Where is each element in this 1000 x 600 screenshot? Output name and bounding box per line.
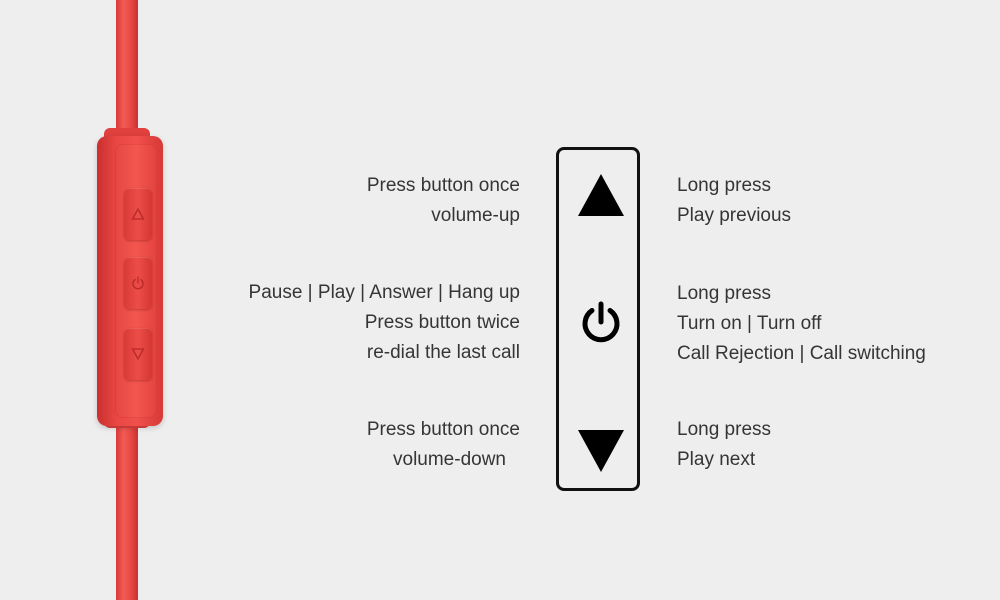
remote-power-button (124, 257, 152, 309)
volume-down-long-press-text: Long press Play next (677, 415, 771, 475)
volume-up-long-press-text: Long press Play previous (677, 171, 791, 231)
remote-face (115, 144, 157, 418)
volume-up-short-press-text: Press button once volume-up (367, 171, 520, 231)
inline-remote (97, 136, 163, 426)
text-line: Pause | Play | Answer | Hang up (248, 282, 520, 303)
triangle-up-icon (578, 174, 624, 216)
text-line: Press button twice (364, 312, 520, 333)
triangle-up-icon (131, 207, 145, 220)
triangle-down-icon (578, 430, 624, 472)
text-line: volume-down (393, 449, 506, 470)
text-line: Play previous (677, 205, 792, 226)
remote-volume-up-button (124, 188, 152, 240)
power-long-press-text: Long press Turn on | Turn off Call Rejec… (677, 279, 926, 369)
volume-down-short-press-text: Press button once volume-down (367, 415, 520, 475)
text-line: Call Rejection | Call switching (677, 343, 926, 364)
text-line: Long press (677, 283, 772, 304)
text-line: Turn on | Turn off (677, 313, 822, 334)
text-line: volume-up (431, 205, 520, 226)
power-icon (582, 301, 620, 343)
text-line: re-dial the last call (366, 342, 520, 363)
remote-volume-down-button (124, 328, 152, 380)
text-line: Press button once (366, 175, 520, 196)
power-icon (132, 276, 144, 290)
text-line: Press button once (366, 419, 520, 440)
button-legend-panel (556, 147, 640, 491)
text-line: Long press (677, 175, 772, 196)
text-line: Long press (677, 419, 772, 440)
text-line: Play next (677, 449, 756, 470)
triangle-down-icon (131, 348, 145, 361)
power-short-press-text: Pause | Play | Answer | Hang up Press bu… (249, 278, 520, 368)
